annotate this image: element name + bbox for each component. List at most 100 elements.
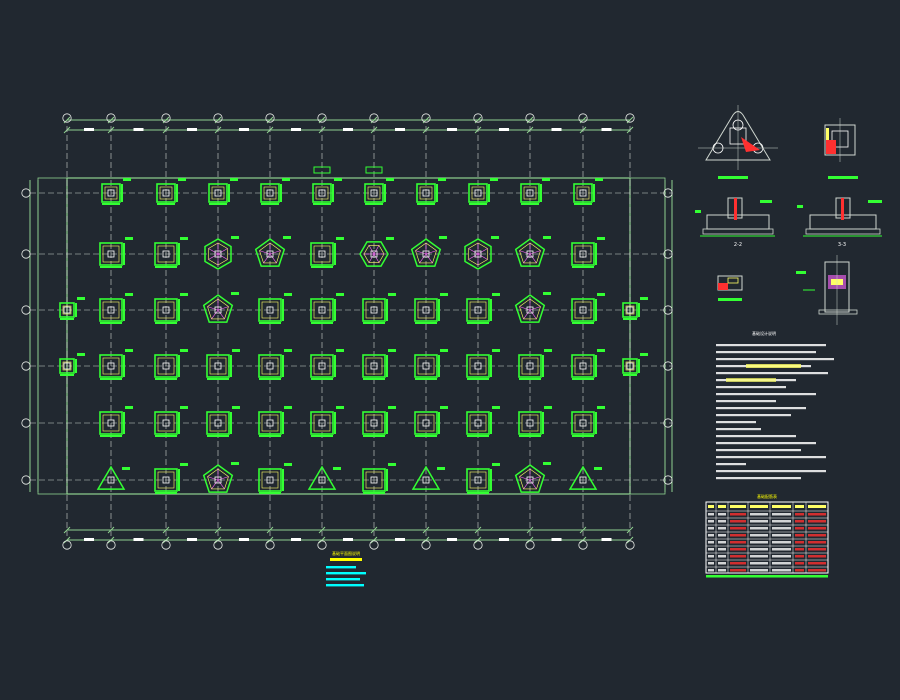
column-outline [107, 189, 115, 197]
legend-line [326, 572, 366, 575]
footing-label [542, 178, 550, 181]
schedule-cell [708, 541, 714, 544]
column-outline [107, 419, 115, 427]
axis-bubble-9 [473, 540, 483, 550]
footing-label [544, 406, 552, 409]
pile-cap-outline [261, 471, 279, 489]
pile-cap-outline [211, 186, 225, 200]
pile-link [217, 248, 228, 255]
footing-square [156, 178, 186, 205]
pile-cap-outline [523, 186, 537, 200]
schedule-header-cell [808, 505, 826, 508]
footing-square [206, 349, 240, 380]
schedule-cell [730, 513, 746, 516]
dimension-tick [63, 536, 71, 544]
pile-link [208, 253, 219, 260]
footing-triangle [307, 465, 341, 490]
schedule-cell [718, 534, 726, 537]
pile-link [207, 306, 219, 311]
dimension-tick [422, 536, 430, 544]
pile-link [529, 306, 541, 311]
footing-outline [99, 354, 123, 378]
pile-cap-outline [625, 305, 635, 315]
detail-caption [828, 176, 858, 179]
column-outline [370, 419, 378, 427]
footing-square [364, 178, 394, 205]
footing-label [334, 178, 342, 181]
footing-square [414, 349, 448, 380]
note-line [716, 344, 826, 347]
column-outline [370, 476, 378, 484]
footing-outline [414, 298, 438, 322]
axis-bubble-1 [62, 540, 72, 550]
footing-label [597, 293, 605, 296]
footing-label [180, 463, 188, 466]
axis-bubble-E [21, 418, 31, 428]
footing-label [77, 353, 85, 356]
axis-grid [30, 126, 672, 536]
schedule-cell [708, 548, 714, 551]
pile-cap-outline [207, 468, 229, 490]
schedule-cell [772, 520, 791, 523]
pile-link [217, 309, 225, 320]
footing-triangle [568, 465, 602, 490]
footing-label [180, 293, 188, 296]
pile-cap-outline [62, 361, 72, 371]
column-outline [729, 127, 747, 145]
pile-cap-outline [157, 471, 175, 489]
pile-link [529, 253, 537, 264]
footing-square [154, 237, 188, 268]
axis-bubble-B [663, 249, 673, 259]
pile-link [373, 245, 380, 255]
pile-link [368, 245, 375, 255]
schedule-cell [795, 562, 804, 565]
footing-label [543, 462, 551, 465]
schedule-cell [708, 520, 714, 523]
column-outline [214, 306, 222, 314]
footing-label [231, 236, 239, 239]
schedule-header-cell [708, 505, 714, 508]
pile-cap-outline [313, 414, 331, 432]
schedule-cell [808, 527, 826, 530]
legend-title: 基础平面图说明 [332, 550, 360, 556]
footing-label [388, 463, 396, 466]
schedule-cell [772, 513, 791, 516]
schedule-cell [730, 541, 746, 544]
pile-link [373, 253, 380, 263]
footing-label-tag [365, 166, 383, 174]
column-outline [579, 250, 587, 258]
detail-caption [718, 298, 742, 301]
dimension-text [239, 538, 249, 541]
dimension-tick [474, 526, 482, 534]
footing-label [440, 349, 448, 352]
pile-link [425, 253, 433, 264]
rebar-fill [718, 283, 728, 290]
footing-outline [466, 298, 490, 322]
column-outline [214, 476, 222, 484]
footing-label [386, 178, 394, 181]
design-notes: 基础设计说明 [716, 330, 834, 480]
footing-square [362, 349, 396, 380]
axis-bubble-4 [213, 540, 223, 550]
dimension-text [343, 128, 353, 131]
pile-link [519, 476, 531, 481]
note-highlight [726, 378, 776, 382]
schedule-cell [808, 555, 826, 558]
footing-label [388, 349, 396, 352]
footing-label [336, 293, 344, 296]
footing-square [571, 406, 605, 437]
dimension-text [84, 128, 94, 131]
footing-label [282, 178, 290, 181]
note-line [716, 393, 816, 396]
axis-bubble-4 [213, 113, 223, 123]
pile-link [269, 250, 281, 255]
footing-outline [622, 302, 638, 318]
footing-label [594, 467, 602, 470]
note-highlight [746, 364, 801, 368]
pile-cap-outline [469, 357, 487, 375]
schedule-cell [808, 513, 826, 516]
footing-square [99, 237, 133, 268]
schedule-cell [808, 534, 826, 537]
pile-link [207, 476, 219, 481]
